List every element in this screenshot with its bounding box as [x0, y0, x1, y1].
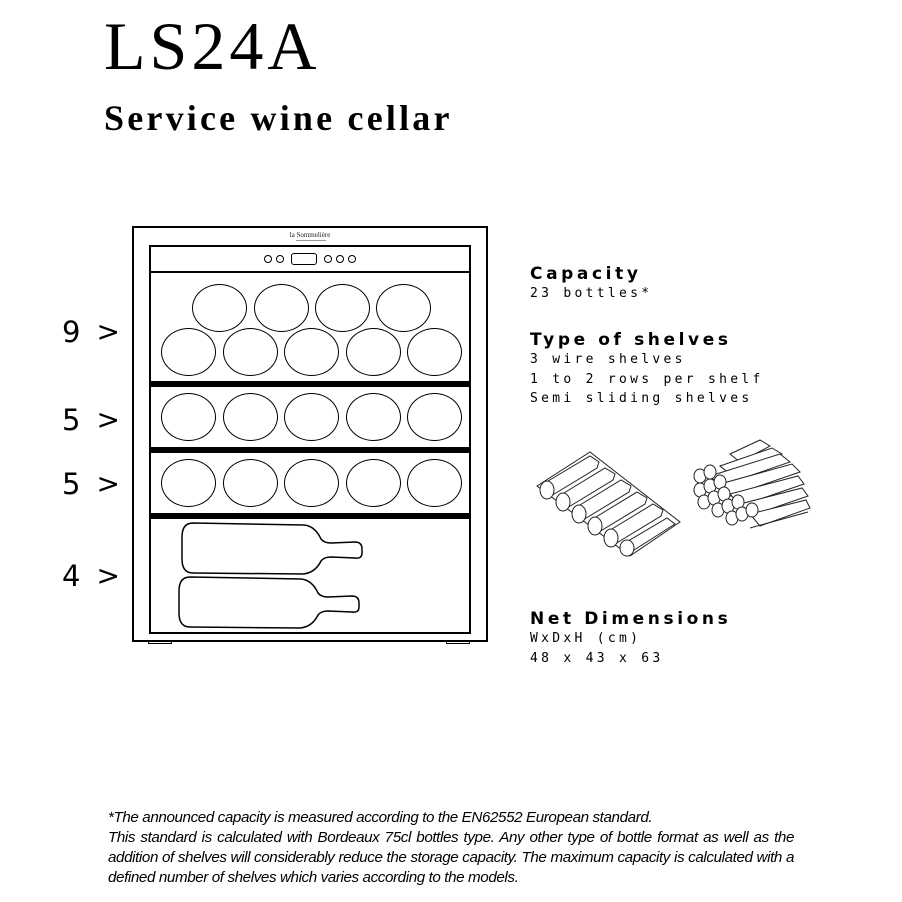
- dimensions-unit: WxDxH (cm): [530, 631, 642, 647]
- bottle-end-icon: [346, 459, 401, 507]
- bottle-end-icon: [284, 459, 339, 507]
- control-button-icon: [264, 255, 272, 263]
- bottle-end-icon: [223, 393, 278, 441]
- bottle-side-icon: [181, 522, 363, 575]
- cabinet-foot: [446, 640, 470, 644]
- model-subtitle: Service wine cellar: [104, 98, 453, 138]
- control-button-icon: [336, 255, 344, 263]
- dimensions-heading: Net Dimensions: [530, 609, 732, 629]
- zone-label-4: 4 >: [62, 562, 120, 591]
- stacked-bottles-illustration: [693, 439, 811, 529]
- bottle-end-icon: [223, 459, 278, 507]
- zone-label-1: 9 >: [62, 318, 120, 347]
- wire-shelf: [151, 447, 469, 453]
- bottle-end-icon: [161, 328, 216, 376]
- bottle-end-icon: [407, 459, 462, 507]
- bottle-end-icon: [161, 459, 216, 507]
- bottle-end-icon: [192, 284, 247, 332]
- bottle-end-icon: [407, 393, 462, 441]
- zone-label-2: 5 >: [62, 406, 120, 435]
- control-button-icon: [348, 255, 356, 263]
- zone-count: 5: [62, 467, 81, 501]
- zone-label-3: 5 >: [62, 470, 120, 499]
- bottle-end-icon: [161, 393, 216, 441]
- cabinet-foot: [148, 640, 172, 644]
- bottle-end-icon: [284, 393, 339, 441]
- bottle-end-icon: [407, 328, 462, 376]
- single-row-shelf-illustration: [536, 451, 681, 557]
- shelves-line: 3 wire shelves: [530, 352, 686, 368]
- control-button-icon: [324, 255, 332, 263]
- chevron-right-icon: >: [96, 315, 120, 348]
- logo-underline: [296, 240, 326, 241]
- control-button-icon: [276, 255, 284, 263]
- bottle-end-icon: [315, 284, 370, 332]
- brand-logo: la Sommelière: [289, 231, 331, 239]
- bottle-end-icon: [376, 284, 431, 332]
- glass-door: [149, 245, 471, 634]
- chevron-right-icon: >: [96, 403, 120, 436]
- bottle-end-icon: [346, 393, 401, 441]
- capacity-section: Capacity 23 bottles*: [530, 264, 652, 304]
- bottle-end-icon: [284, 328, 339, 376]
- control-panel: [151, 247, 469, 273]
- zone-count: 9: [62, 315, 81, 349]
- wine-cellar-cabinet: la Sommelière: [132, 226, 488, 642]
- shelves-heading: Type of shelves: [530, 330, 732, 350]
- shelves-section: Type of shelves 3 wire shelves 1 to 2 ro…: [530, 330, 764, 409]
- temperature-display-icon: [291, 253, 317, 265]
- bottle-end-icon: [346, 328, 401, 376]
- chevron-right-icon: >: [96, 559, 120, 592]
- bottle-end-icon: [223, 328, 278, 376]
- capacity-value: 23 bottles*: [530, 286, 653, 302]
- wire-shelf: [151, 381, 469, 387]
- footnote-body: This standard is calculated with Bordeau…: [108, 829, 794, 886]
- bottle-end-icon: [254, 284, 309, 332]
- bottle-side-icon: [178, 576, 360, 629]
- wire-shelf: [151, 513, 469, 519]
- zone-count: 4: [62, 559, 81, 593]
- model-title: LS24A: [104, 8, 321, 84]
- shelves-line: Semi sliding shelves: [530, 391, 753, 407]
- footnote-line-1: *The announced capacity is measured acco…: [108, 809, 653, 826]
- zone-count: 5: [62, 403, 81, 437]
- dimensions-value: 48 x 43 x 63: [530, 650, 664, 666]
- dimensions-section: Net Dimensions WxDxH (cm) 48 x 43 x 63: [530, 609, 731, 668]
- shelves-line: 1 to 2 rows per shelf: [530, 371, 764, 387]
- capacity-footnote: *The announced capacity is measured acco…: [108, 808, 794, 888]
- chevron-right-icon: >: [96, 467, 120, 500]
- capacity-heading: Capacity: [530, 264, 642, 284]
